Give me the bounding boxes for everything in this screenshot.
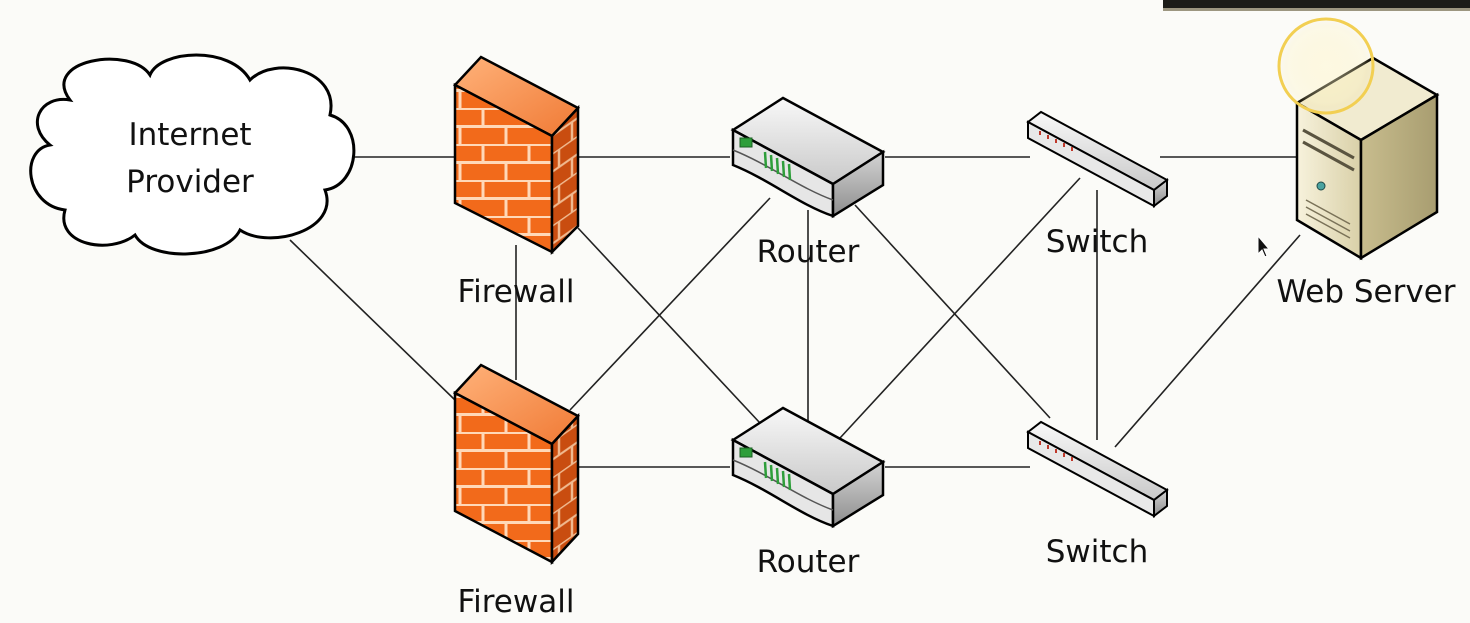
firewall-icon [452,55,581,256]
firewall-bottom-node: Firewall [452,363,581,620]
firewall-top-label: Firewall [458,274,575,310]
switch-icon [1026,420,1169,519]
router-top-node: Router [730,96,886,270]
mouse-cursor-icon [1257,234,1271,258]
router-bottom-label: Router [757,544,860,580]
internet-provider-label-line2: Provider [126,164,254,200]
connection-firewall-top-to-router-bottom [577,227,761,424]
web-server-label: Web Server [1276,274,1455,310]
connection-router-bottom-to-switch-top [839,177,1081,439]
server-icon [1294,56,1440,261]
firewall-bottom-label: Firewall [458,584,575,620]
firewall-icon [452,363,581,566]
connection-internet-provider-to-firewall-bottom [289,239,456,401]
router-icon [730,96,886,219]
firewall-top-node: Firewall [452,55,581,310]
internet-provider-label-line1: Internet [128,117,251,153]
router-icon [730,406,886,529]
web-server-node: Web Server [1276,17,1456,310]
switch-top-node: Switch [1026,110,1169,260]
cursor-highlight [1277,17,1375,115]
switch-bottom-node: Switch [1026,420,1169,570]
switch-icon [1026,110,1169,209]
internet-provider-node: Internet Provider [29,53,356,256]
video-overlay-edge [1163,8,1470,11]
connection-lines [289,156,1301,468]
switch-bottom-label: Switch [1046,534,1149,570]
router-top-label: Router [757,234,860,270]
connection-switch-bottom-to-web-server [1114,234,1301,448]
switch-top-label: Switch [1046,224,1149,260]
router-bottom-node: Router [730,406,886,580]
video-overlay-strip [1163,0,1470,10]
connection-router-top-to-switch-bottom [854,204,1051,419]
cloud-icon [29,53,356,256]
connection-firewall-bottom-to-router-top [569,197,771,411]
